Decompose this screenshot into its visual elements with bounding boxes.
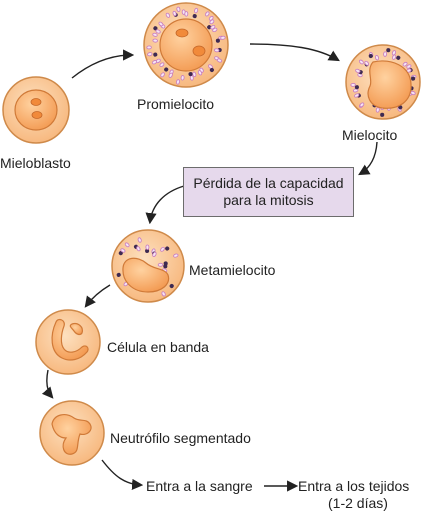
pink-granule — [145, 244, 150, 250]
pink-granule — [173, 253, 179, 258]
dark-granule — [207, 25, 212, 30]
dark-granule — [163, 261, 168, 266]
pink-granule — [184, 11, 189, 17]
pink-granule — [152, 32, 158, 37]
pink-granule — [159, 62, 165, 68]
pink-granule — [160, 246, 165, 252]
dark-granule — [188, 72, 193, 77]
arrow-segmentado-to-sangre — [101, 459, 144, 491]
dark-granule — [215, 38, 220, 43]
pink-granule — [358, 59, 364, 65]
pink-granule — [194, 7, 199, 14]
pink-granule — [165, 12, 171, 18]
pink-granule — [353, 88, 359, 93]
label-mielocito: Mielocito — [342, 127, 398, 143]
pink-granule — [151, 60, 158, 65]
pink-granule — [160, 72, 165, 78]
label-metamielocito: Metamielocito — [189, 262, 276, 278]
pink-granule — [213, 48, 220, 53]
pink-granule — [161, 291, 166, 297]
pink-granule — [172, 10, 177, 17]
dark-granule — [192, 14, 197, 19]
pink-granule — [375, 107, 380, 113]
dark-granule — [209, 67, 214, 73]
dark-granule — [368, 53, 373, 59]
pink-granule — [391, 54, 397, 60]
pink-granule — [192, 71, 197, 77]
arrow-box-to-metamielocito — [145, 185, 185, 225]
pink-granule — [220, 35, 226, 40]
pink-granule — [155, 29, 161, 34]
box-line-2: para la mitosis — [223, 192, 314, 208]
label-banda: Célula en banda — [107, 339, 209, 355]
banda-cell — [35, 309, 101, 375]
label-entra-sangre: Entra a la sangre — [146, 478, 253, 494]
dark-granule — [116, 272, 121, 277]
pink-granule — [137, 237, 142, 243]
pink-granule — [374, 54, 380, 61]
dark-granule — [386, 48, 391, 53]
pink-granule — [176, 6, 181, 13]
pink-granule — [152, 38, 158, 43]
pink-granule — [216, 58, 223, 63]
pink-granule — [350, 82, 356, 87]
metamielocito-cell — [111, 229, 185, 303]
pink-granule — [146, 45, 152, 50]
mieloblasto-cell — [2, 76, 70, 144]
pink-granule — [147, 52, 153, 57]
label-entra-tejidos: Entra a los tejidos — [298, 478, 410, 494]
pink-granule — [124, 242, 130, 248]
dark-granule — [153, 52, 158, 57]
label-segmentado: Neutrófilo segmentado — [110, 430, 251, 446]
dark-granule — [164, 67, 169, 72]
dark-granule — [354, 85, 359, 90]
label-mieloblasto: Mieloblasto — [0, 155, 71, 171]
pink-granule — [359, 102, 365, 108]
promielocito-granules — [146, 6, 226, 85]
pink-granule — [208, 15, 214, 21]
flow-arrows — [41, 43, 378, 492]
box-line-1: Pérdida de la capacidad — [193, 175, 344, 191]
pink-granule — [364, 60, 370, 66]
segmentado-cell — [39, 400, 105, 466]
dark-granule — [153, 26, 158, 31]
label-tejidos-duration: (1-2 días) — [328, 495, 388, 511]
pink-granule — [355, 68, 361, 74]
mitosis-loss-box: Pérdida de la capacidad para la mitosis — [183, 167, 354, 217]
pink-granule — [176, 79, 180, 85]
dark-granule — [396, 55, 401, 60]
pink-granule — [406, 64, 412, 69]
pink-granule — [152, 251, 157, 257]
pink-granule — [354, 93, 360, 98]
pink-granule — [205, 11, 210, 17]
pink-granule — [120, 248, 126, 253]
mielocito-cell — [345, 44, 421, 120]
pink-granule — [209, 19, 215, 25]
arrow-mielocito-to-box — [358, 141, 378, 176]
dark-granule — [411, 76, 416, 81]
dark-granule — [380, 112, 385, 117]
arrow-banda-to-segmentado — [41, 369, 54, 399]
pink-granule — [391, 50, 397, 56]
pink-granule — [197, 70, 203, 76]
pink-granule — [168, 72, 173, 78]
arrow-metamielocito-to-banda — [84, 284, 111, 308]
pink-granule — [402, 61, 408, 67]
promielocito-cell — [143, 2, 229, 88]
arrow-promielocito-to-mielocito — [249, 43, 340, 62]
pink-granule — [136, 246, 141, 252]
pink-granule — [180, 75, 185, 81]
arrow-mieloblasto-to-promielocito — [71, 49, 135, 79]
dark-granule — [169, 283, 174, 289]
label-promielocito: Promielocito — [137, 96, 215, 112]
pink-granule — [212, 27, 218, 33]
dark-granule — [165, 246, 170, 251]
pink-granule — [383, 51, 388, 57]
pink-granule — [158, 21, 164, 27]
pink-granule — [157, 262, 164, 267]
